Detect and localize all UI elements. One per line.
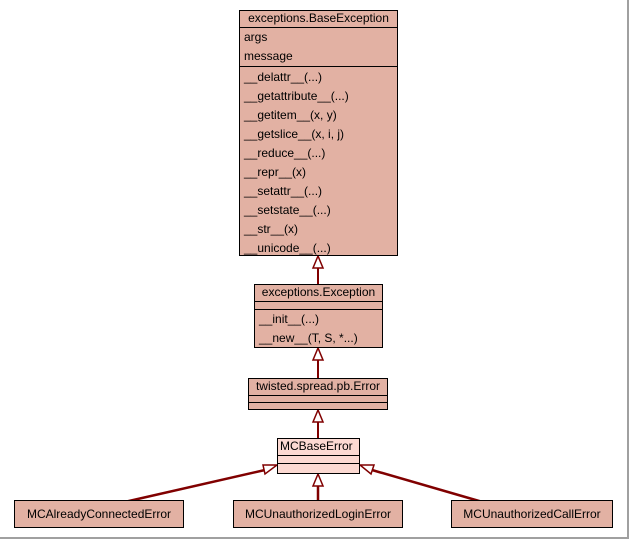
attribute: args <box>244 30 268 44</box>
class-title: exceptions.BaseException <box>240 11 397 28</box>
method: __getitem__(x, y) <box>244 108 337 122</box>
class-pb-error[interactable]: twisted.spread.pb.Error <box>248 378 388 410</box>
class-title: MCAlreadyConnectedError <box>26 507 172 521</box>
attribute: message <box>244 49 293 63</box>
arrowhead-pberror <box>311 408 325 423</box>
method: __reduce__(...) <box>244 146 326 160</box>
method: __new__(T, S, *...) <box>259 331 358 345</box>
class-title: exceptions.Exception <box>255 285 382 302</box>
attributes-section <box>255 302 382 310</box>
class-title: MCUnauthorizedLoginError <box>244 507 392 521</box>
arrowhead-exception <box>311 346 325 361</box>
method: __delattr__(...) <box>244 70 323 84</box>
arrowhead-mcbaseerror-right <box>357 464 376 476</box>
class-mc-unauthorized-login-error[interactable]: MCUnauthorizedLoginError <box>233 500 403 528</box>
attributes-section: args message <box>240 28 397 67</box>
class-exception[interactable]: exceptions.Exception __init__(...) __new… <box>254 284 383 348</box>
edge-unauthorizedcall-to-mcbaseerror <box>371 468 487 505</box>
arrowhead-mcbaseerror-left <box>262 464 280 476</box>
method: __repr__(x) <box>244 165 307 179</box>
methods-section: __delattr__(...) __getattribute__(...) _… <box>240 67 397 258</box>
method: __setattr__(...) <box>244 184 323 198</box>
frame-border <box>0 537 629 539</box>
class-mc-unauthorized-call-error[interactable]: MCUnauthorizedCallError <box>451 500 613 528</box>
class-title: twisted.spread.pb.Error <box>249 379 387 396</box>
class-base-exception[interactable]: exceptions.BaseException args message __… <box>239 10 398 256</box>
methods-section: __init__(...) __new__(T, S, *...) <box>255 310 382 348</box>
attributes-section <box>249 396 387 403</box>
method: __getattribute__(...) <box>244 89 349 103</box>
method: __str__(x) <box>244 222 299 236</box>
arrowhead-baseexception <box>311 254 325 269</box>
method: __setstate__(...) <box>244 203 331 217</box>
method: __init__(...) <box>259 312 320 326</box>
arrowhead-mcbaseerror-center <box>311 472 325 487</box>
attributes-section <box>278 456 359 464</box>
class-mc-already-connected-error[interactable]: MCAlreadyConnectedError <box>14 500 184 528</box>
class-mc-base-error[interactable]: MCBaseError <box>277 438 360 474</box>
edge-alreadyconnected-to-mcbaseerror <box>119 468 266 505</box>
method: __getslice__(x, i, j) <box>244 127 345 141</box>
method: __unicode__(...) <box>244 241 331 255</box>
frame-border <box>627 0 629 539</box>
class-title: MCBaseError <box>278 439 359 456</box>
class-title: MCUnauthorizedCallError <box>463 507 601 521</box>
